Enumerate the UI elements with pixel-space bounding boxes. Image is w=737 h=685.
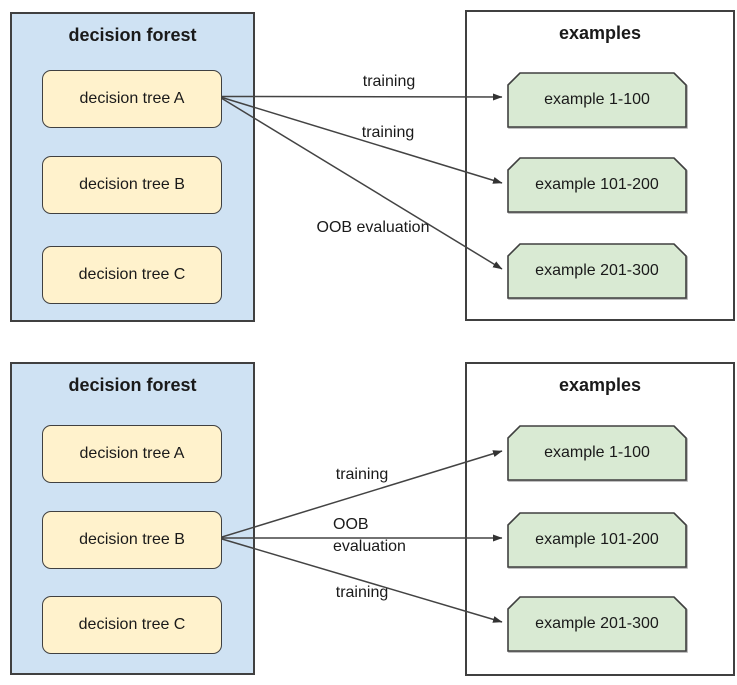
example-card-101-200: example 101-200 (507, 157, 687, 213)
tree-node-a: decision tree A (42, 425, 222, 483)
arrow-label-training: training (361, 124, 415, 141)
example-card-shape (507, 425, 687, 481)
forest-container-top: decision forest decision tree A decision… (10, 12, 255, 322)
examples-container-bottom: examples example 1-100 example 101-200 e… (465, 362, 735, 676)
example-card-label: example 1-100 (544, 91, 650, 108)
tree-node-label: decision tree A (79, 90, 185, 107)
tree-node-b: decision tree B (42, 156, 222, 214)
forest-container-bottom: decision forest decision tree A decision… (10, 362, 255, 675)
example-card-shape (507, 157, 687, 213)
example-card-201-300: example 201-300 (507, 243, 687, 299)
arrow-label-training: training (362, 73, 416, 90)
example-card-1-100: example 1-100 (507, 72, 687, 128)
example-card-shape (507, 243, 687, 299)
tree-node-a: decision tree A (42, 70, 222, 128)
examples-title: examples (558, 375, 642, 395)
examples-title: examples (558, 23, 642, 43)
tree-node-label: decision tree A (79, 445, 185, 462)
example-card-label: example 1-100 (544, 444, 650, 461)
example-card-201-300: example 201-300 (507, 596, 687, 652)
tree-node-b: decision tree B (42, 511, 222, 569)
tree-node-c: decision tree C (42, 596, 222, 654)
example-card-label: example 201-300 (535, 262, 659, 279)
arrow-label-oob-evaluation: OOB evaluation (333, 516, 406, 555)
examples-container-top: examples example 1-100 example 101-200 e… (465, 10, 735, 321)
tree-node-label: decision tree B (79, 531, 185, 548)
forest-title: decision forest (68, 25, 197, 45)
example-card-label: example 101-200 (535, 176, 659, 193)
tree-node-c: decision tree C (42, 246, 222, 304)
example-card-shape (507, 596, 687, 652)
arrow-top-training-1 (221, 93, 503, 101)
tree-node-label: decision tree B (79, 176, 185, 193)
example-card-1-100: example 1-100 (507, 425, 687, 481)
example-card-shape (507, 512, 687, 568)
arrow-label-training: training (335, 584, 389, 601)
arrow-label-oob-evaluation: OOB evaluation (316, 219, 430, 236)
example-card-label: example 101-200 (535, 531, 659, 548)
example-card-101-200: example 101-200 (507, 512, 687, 568)
forest-title: decision forest (68, 375, 197, 395)
example-card-label: example 201-300 (535, 615, 659, 632)
tree-node-label: decision tree C (78, 616, 186, 633)
tree-node-label: decision tree C (78, 266, 186, 283)
arrow-label-training: training (335, 466, 389, 483)
example-card-shape (507, 72, 687, 128)
